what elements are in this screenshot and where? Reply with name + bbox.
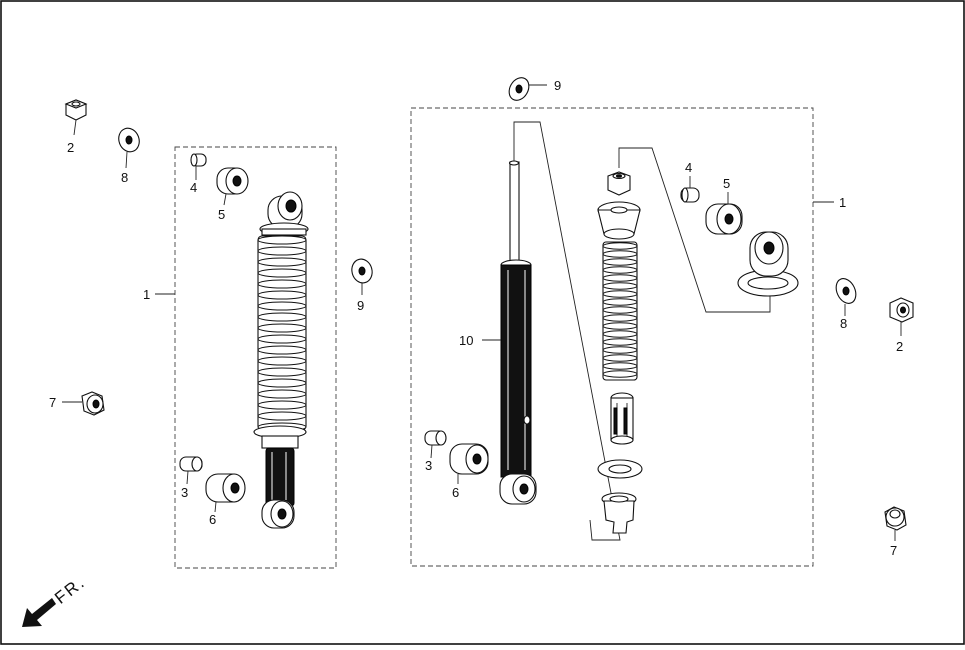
left-assembly-boundary xyxy=(174,146,337,569)
spring-coil xyxy=(602,298,638,306)
bushing-bottom-right xyxy=(449,443,489,484)
spring-coil xyxy=(257,323,307,333)
upper-mount-right xyxy=(737,231,799,297)
callout-6-left: 6 xyxy=(209,512,216,527)
spring-coil xyxy=(257,235,307,245)
spring-coil xyxy=(602,306,638,314)
callout-3-left: 3 xyxy=(181,485,188,500)
spring-coil xyxy=(257,356,307,366)
collar-top-right xyxy=(680,176,700,203)
callout-9-right: 9 xyxy=(554,78,561,93)
callout-4-right: 4 xyxy=(685,160,692,175)
spring-coil xyxy=(602,266,638,274)
callout-1-right: 1 xyxy=(839,195,846,210)
callout-6-right: 6 xyxy=(452,485,459,500)
spring-coil xyxy=(602,362,638,370)
bump-stop-right xyxy=(610,392,634,445)
cap-nut-left xyxy=(62,391,105,416)
spring-coil xyxy=(257,312,307,322)
callout-2-left: 2 xyxy=(67,140,74,155)
spring-coil xyxy=(602,330,638,338)
spring-coil xyxy=(257,246,307,256)
spring-coil xyxy=(257,334,307,344)
spring-coil xyxy=(602,290,638,298)
explode-line-mount xyxy=(618,147,771,313)
spring-coil xyxy=(602,370,638,378)
callout-4-left: 4 xyxy=(190,180,197,195)
spring-coil xyxy=(602,314,638,322)
right-assembly-boundary xyxy=(410,107,814,567)
washer-top-right xyxy=(508,77,547,101)
spring-coil xyxy=(602,346,638,354)
callout-8-left: 8 xyxy=(121,170,128,185)
damper-unit-right xyxy=(499,160,537,505)
rear-shock-assembled-left xyxy=(253,191,309,529)
collar-small-right xyxy=(424,430,447,459)
callout-8-right: 8 xyxy=(840,316,847,331)
callout-1-left: 1 xyxy=(143,287,150,302)
spring-coil xyxy=(257,345,307,355)
spring-coil xyxy=(257,389,307,399)
spring-coil xyxy=(602,242,638,250)
collar-small-left xyxy=(179,456,203,485)
spring-coil xyxy=(257,301,307,311)
spring-coil xyxy=(257,268,307,278)
washer-mid-left xyxy=(351,258,373,295)
collar-top-left xyxy=(190,153,207,180)
spring-seat-right xyxy=(597,201,641,240)
callout-5-right: 5 xyxy=(723,176,730,191)
callout-2-right: 2 xyxy=(896,339,903,354)
spring-coil xyxy=(602,258,638,266)
front-direction-label: FR. xyxy=(51,572,89,608)
spring-coil xyxy=(602,322,638,330)
cap-nut-right xyxy=(884,506,907,541)
spring-coil xyxy=(257,257,307,267)
hex-nut-left xyxy=(64,99,88,136)
spring-coil xyxy=(257,279,307,289)
lock-nut-right xyxy=(607,171,631,196)
callout-7-left: 7 xyxy=(49,395,56,410)
spring-coils-left xyxy=(257,235,307,432)
bushing-top-left xyxy=(216,167,249,206)
callout-7-right: 7 xyxy=(890,543,897,558)
spring-coil xyxy=(602,354,638,362)
spring-coil xyxy=(602,274,638,282)
hex-nut-right xyxy=(889,297,914,336)
spring-coil xyxy=(257,411,307,421)
explode-line-damper xyxy=(513,121,621,541)
front-direction-arrow-icon xyxy=(22,598,56,627)
washer-right xyxy=(835,278,857,316)
callout-9-left: 9 xyxy=(357,298,364,313)
coil-spring-right xyxy=(602,241,638,381)
lower-clip-right xyxy=(601,492,637,534)
spring-washer-right xyxy=(597,459,643,479)
callout-5-left: 5 xyxy=(218,207,225,222)
washer-left xyxy=(118,127,140,169)
spring-coil xyxy=(257,367,307,377)
bushing-bottom-left xyxy=(205,473,246,513)
spring-coil xyxy=(602,250,638,258)
spring-coil xyxy=(602,282,638,290)
spring-coil xyxy=(257,290,307,300)
spring-coil xyxy=(257,378,307,388)
callout-3-right: 3 xyxy=(425,458,432,473)
spring-coil xyxy=(257,400,307,410)
bushing-top-right xyxy=(705,192,743,235)
spring-coil xyxy=(602,338,638,346)
callout-10-right: 10 xyxy=(459,333,473,348)
